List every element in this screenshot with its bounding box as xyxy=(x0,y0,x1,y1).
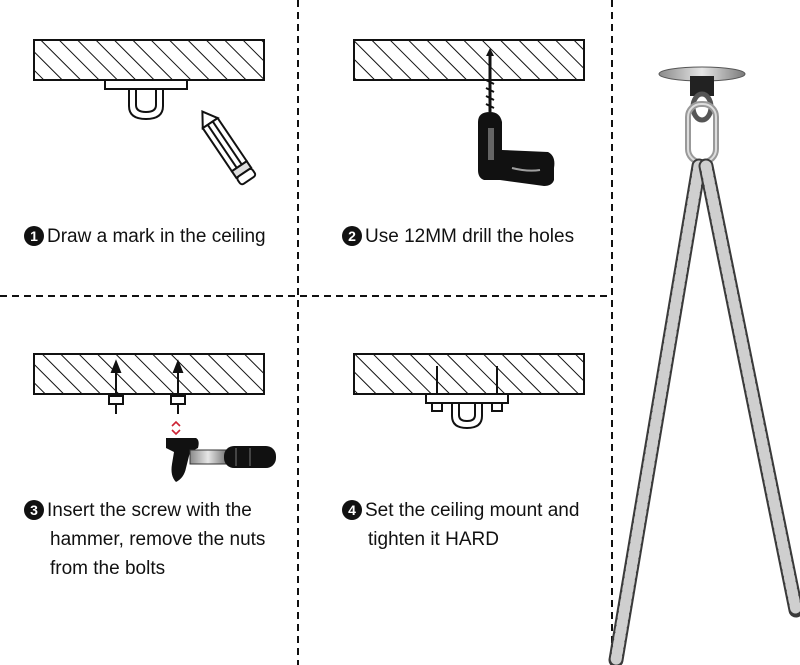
drill-icon xyxy=(478,48,555,186)
u-hook-mount xyxy=(425,366,509,430)
hanging-kit-photo xyxy=(608,66,800,665)
ceiling-slab xyxy=(33,353,265,395)
step-text: Set the ceiling mount and xyxy=(365,500,580,521)
step-text: from the bolts xyxy=(50,558,166,579)
anchor-bolt-icon xyxy=(108,359,124,414)
step-number-badge: 3 xyxy=(24,500,44,520)
step-text: Insert the screw with the xyxy=(47,500,252,521)
carabiner-icon xyxy=(685,91,719,165)
pencil-icon xyxy=(201,109,257,186)
ceiling-slab xyxy=(353,39,585,81)
hammer-icon xyxy=(166,420,276,482)
step4-illustration xyxy=(353,353,585,430)
u-hook-mount xyxy=(104,79,188,121)
step-text: Use 12MM drill the holes xyxy=(365,226,575,247)
step-text: tighten it HARD xyxy=(368,529,499,550)
step-text: hammer, remove the nuts xyxy=(50,529,266,550)
step1-illustration xyxy=(33,39,265,186)
step-number-badge: 2 xyxy=(342,226,362,246)
step2-illustration xyxy=(353,39,585,186)
ceiling-slab xyxy=(33,39,265,81)
panel-dividers xyxy=(0,0,613,665)
ceiling-slab xyxy=(353,353,585,395)
step-text: Draw a mark in the ceiling xyxy=(47,226,266,247)
rope-icon xyxy=(608,158,800,665)
step-number-badge: 1 xyxy=(24,226,44,246)
step-number-badge: 4 xyxy=(342,500,362,520)
anchor-bolt-icon xyxy=(170,359,186,414)
step3-illustration xyxy=(33,353,276,482)
